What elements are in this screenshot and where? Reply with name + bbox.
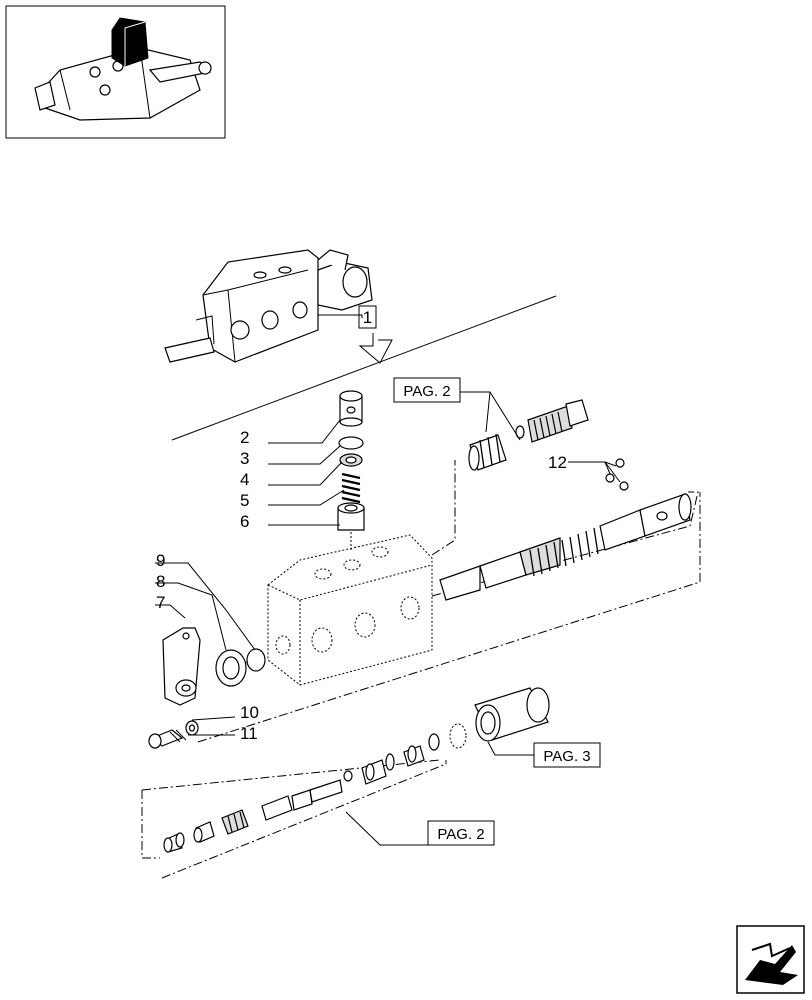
next-page-arrow-icon[interactable] [736,925,805,994]
svg-text:PAG. 2: PAG. 2 [403,383,450,400]
part-8-bearing [215,649,247,687]
callout-2: 2 [240,428,249,447]
callout-6: 6 [240,512,249,531]
spool [439,493,692,601]
callout-9: 9 [156,551,165,570]
callout-5: 5 [240,491,249,510]
part-11-screw [148,729,187,749]
fitting-spring-assembly [468,399,589,471]
valve-body-dotted [267,534,433,686]
section-divider-line [171,295,557,441]
callout-7: 7 [156,593,165,612]
part-cylinder-pag3 [474,687,550,742]
callout-1: 1 [358,305,377,329]
callout-3: 3 [240,449,249,468]
callout-12: 12 [548,453,567,472]
callout-10: 10 [240,703,259,722]
svg-text:PAG. 3: PAG. 3 [543,748,590,765]
part-10-washer [185,720,199,736]
part-3-o-ring [338,436,364,450]
svg-text:PAG. 2: PAG. 2 [437,826,484,843]
part-12-balls [568,458,629,491]
part-6-seat [337,502,365,531]
callout-8: 8 [156,572,165,591]
part-7-lever [162,627,201,706]
callout-11: 11 [240,724,258,743]
part-2-plug [339,390,363,427]
tractor-lift-cover-thumbnail-icon [34,17,212,121]
bottom-parts [163,723,467,853]
valve-assembly [164,249,373,363]
page-ref-pag3[interactable]: PAG. 3 [533,742,601,768]
part-9-o-ring [246,648,266,672]
thumbnail-frame [5,5,226,139]
page-ref-pag2-top[interactable]: PAG. 2 [393,377,461,403]
part-4-washer [339,453,363,467]
page-ref-pag2-bottom[interactable]: PAG. 2 [427,820,495,846]
callout-4: 4 [240,470,249,489]
svg-text:1: 1 [363,308,372,327]
part-5-spring [341,472,361,504]
